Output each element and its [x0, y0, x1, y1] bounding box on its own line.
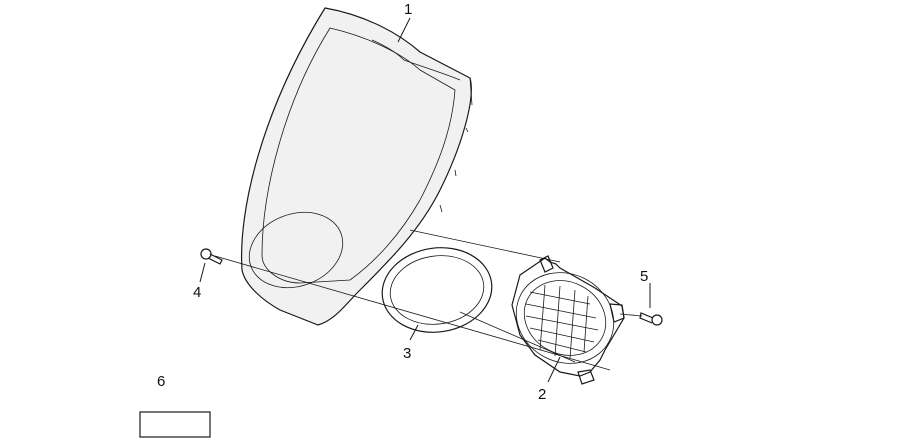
- callout-leaders: [199, 17, 651, 383]
- callout-3: 3: [403, 345, 411, 362]
- part-1-fairing: [240, 7, 473, 326]
- part-5-screw: [639, 312, 663, 326]
- part-3-ring: [381, 247, 493, 333]
- part-6-box: [139, 411, 211, 438]
- callout-6: 6: [157, 373, 165, 390]
- callout-2: 2: [538, 386, 546, 403]
- callout-4: 4: [193, 284, 201, 301]
- part-4-screw: [200, 248, 223, 265]
- part-2-grille: [511, 255, 625, 385]
- callout-1: 1: [404, 1, 412, 18]
- callout-5: 5: [640, 268, 648, 285]
- assembly-lines: [214, 229, 643, 371]
